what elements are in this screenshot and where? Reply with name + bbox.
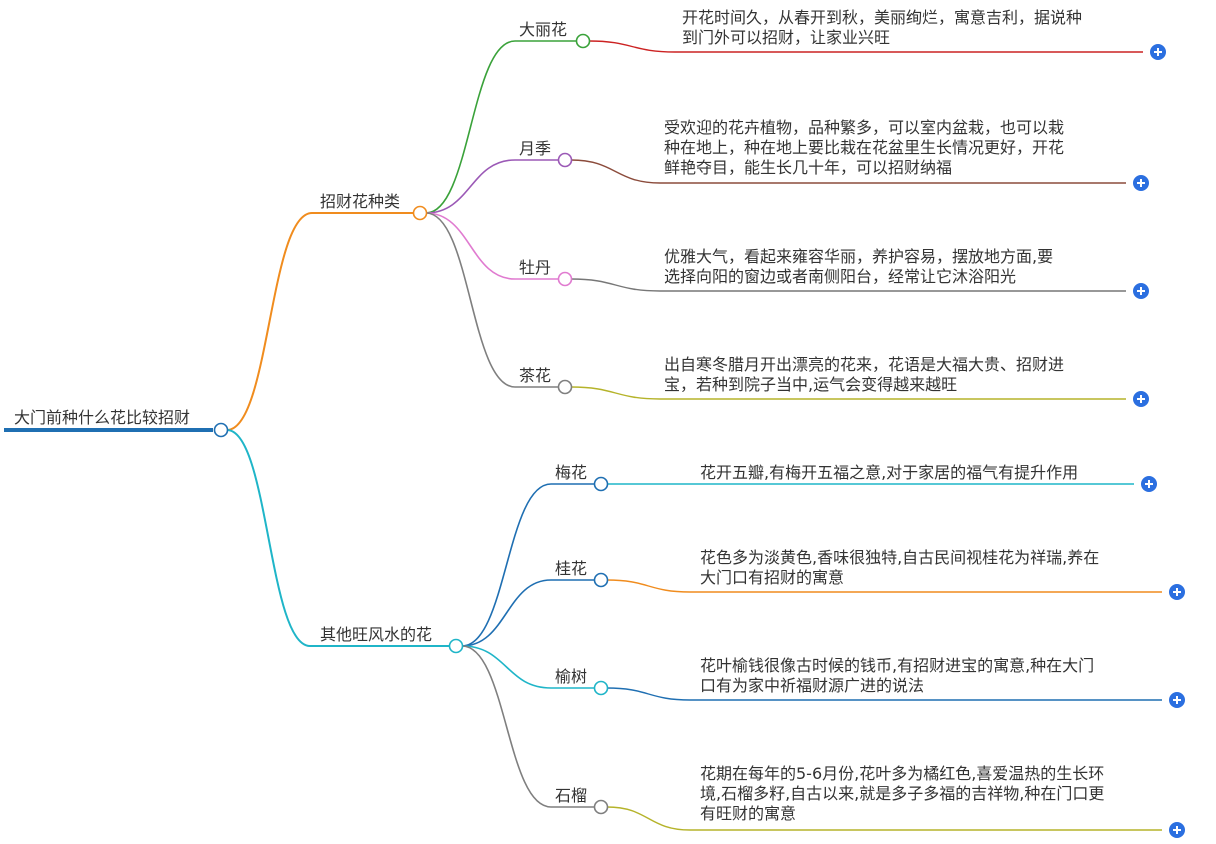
description-text: 开花时间久，从春开到秋，美丽绚烂，寓意吉利，据说种到门外可以招财，让家业兴旺 — [682, 8, 1082, 48]
leaf-connector — [461, 645, 552, 808]
description-text: 受欢迎的花卉植物，品种繁多，可以室内盆栽，也可以栽种在地上，种在地上要比栽在花盆… — [664, 118, 1064, 178]
leaf-connector — [425, 212, 516, 388]
description-line: 口有为家中祈福财源广进的说法 — [700, 676, 925, 695]
expand-plus-icon[interactable] — [1133, 283, 1149, 299]
description-line: 宝，若种到院子当中,运气会变得越来越旺 — [664, 375, 958, 394]
leaf-connector — [461, 645, 552, 689]
leaf-connector — [425, 212, 516, 280]
description-line: 大门口有招财的寓意 — [700, 568, 845, 587]
description-connector — [570, 386, 661, 400]
description-line: 选择向阳的窗边或者南侧阳台，经常让它沐浴阳光 — [664, 267, 1017, 286]
description-line: 受欢迎的花卉植物，品种繁多，可以室内盆栽，也可以栽 — [664, 118, 1065, 137]
branch-node-circle-icon — [412, 205, 428, 221]
leaf-topic[interactable]: 桂花 — [555, 559, 588, 578]
description-text: 花叶榆钱很像古时候的钱币,有招财进宝的寓意,种在大门口有为家中祈福财源广进的说法 — [700, 656, 1094, 696]
description-line: 花期在每年的5-6月份,花叶多为橘红色,喜爱温热的生长环 — [700, 764, 1105, 783]
leaf-node-circle-icon — [575, 33, 591, 49]
leaf-connector — [461, 579, 552, 647]
root-node-circle-icon — [213, 422, 229, 438]
branch-topic[interactable]: 其他旺风水的花 — [320, 625, 433, 644]
expand-plus-icon[interactable] — [1133, 391, 1149, 407]
description-text: 花期在每年的5-6月份,花叶多为橘红色,喜爱温热的生长环境,石榴多籽,自古以来,… — [700, 764, 1104, 824]
leaf-node-circle-icon — [593, 572, 609, 588]
leaf-node-circle-icon — [593, 476, 609, 492]
leaf-topic[interactable]: 茶花 — [519, 366, 552, 385]
expand-plus-icon[interactable] — [1169, 822, 1185, 838]
description-text: 花开五瓣,有梅开五福之意,对于家居的福气有提升作用 — [700, 463, 1078, 483]
branch-connector — [226, 429, 311, 647]
description-text: 出自寒冬腊月开出漂亮的花来，花语是大福大贵、招财进宝，若种到院子当中,运气会变得… — [664, 355, 1064, 395]
description-line: 有旺财的寓意 — [700, 804, 797, 823]
description-connector — [606, 579, 691, 593]
description-line: 优雅大气，看起来雍容华丽，养护容易，摆放地方面,要 — [664, 247, 1054, 266]
leaf-topic[interactable]: 梅花 — [555, 463, 588, 482]
description-connector — [570, 278, 661, 292]
expand-plus-icon[interactable] — [1169, 584, 1185, 600]
expand-plus-icon[interactable] — [1150, 44, 1166, 60]
description-line: 花叶榆钱很像古时候的钱币,有招财进宝的寓意,种在大门 — [700, 656, 1095, 675]
description-line: 出自寒冬腊月开出漂亮的花来，花语是大福大贵、招财进 — [664, 355, 1065, 374]
leaf-topic[interactable]: 月季 — [519, 139, 552, 158]
description-line: 境,石榴多籽,自古以来,就是多子多福的吉祥物,种在门口更 — [700, 784, 1105, 803]
leaf-topic[interactable]: 榆树 — [555, 667, 588, 686]
leaf-connector — [461, 483, 552, 647]
branch-connector — [226, 212, 313, 431]
description-line: 开花时间久，从春开到秋，美丽绚烂，寓意吉利，据说种 — [682, 8, 1083, 27]
leaf-node-circle-icon — [593, 680, 609, 696]
leaf-node-circle-icon — [557, 379, 573, 395]
description-line: 花色多为淡黄色,香味很独特,自古民间视桂花为祥瑞,养在 — [700, 548, 1100, 567]
root-topic[interactable]: 大门前种什么花比较招财 — [14, 408, 191, 427]
description-connector — [606, 687, 691, 701]
expand-plus-icon[interactable] — [1169, 692, 1185, 708]
description-line: 鲜艳夺目，能生长几十年，可以招财纳福 — [664, 158, 953, 177]
leaf-connector — [425, 40, 516, 214]
description-line: 花开五瓣,有梅开五福之意,对于家居的福气有提升作用 — [700, 463, 1079, 482]
leaf-node-circle-icon — [593, 799, 609, 815]
description-connector — [570, 159, 661, 184]
description-connector — [588, 40, 676, 53]
leaf-node-circle-icon — [557, 152, 573, 168]
leaf-connector — [425, 159, 516, 214]
leaf-node-circle-icon — [557, 271, 573, 287]
description-line: 种在地上，种在地上要比栽在花盆里生长情况更好，开花 — [664, 138, 1065, 157]
description-line: 到门外可以招财，让家业兴旺 — [682, 28, 891, 47]
description-text: 花色多为淡黄色,香味很独特,自古民间视桂花为祥瑞,养在大门口有招财的寓意 — [700, 548, 1099, 588]
leaf-topic[interactable]: 石榴 — [555, 786, 588, 805]
branch-node-circle-icon — [448, 638, 464, 654]
branch-topic[interactable]: 招财花种类 — [320, 192, 401, 211]
leaf-topic[interactable]: 牡丹 — [519, 258, 552, 277]
description-connector — [606, 806, 691, 831]
description-text: 优雅大气，看起来雍容华丽，养护容易，摆放地方面,要选择向阳的窗边或者南侧阳台，经… — [664, 247, 1053, 287]
leaf-topic[interactable]: 大丽花 — [519, 20, 568, 39]
expand-plus-icon[interactable] — [1133, 175, 1149, 191]
expand-plus-icon[interactable] — [1141, 476, 1157, 492]
